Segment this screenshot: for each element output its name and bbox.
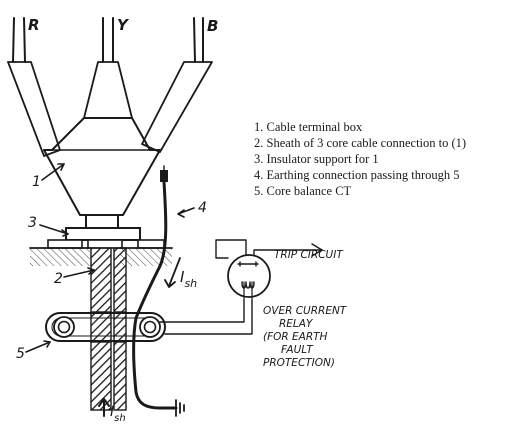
phase-label-r: R: [28, 16, 40, 34]
overcurrent-relay: [227, 254, 271, 301]
sheath-current-label: Ish: [180, 268, 197, 290]
legend: 1. Cable terminal box 2. Sheath of 3 cor…: [254, 120, 466, 198]
part-number-2: 2: [54, 271, 63, 287]
relay-label-line4: FAULT: [281, 344, 314, 356]
part-number-1: 1: [32, 174, 41, 190]
sheath-current-arrow: [164, 257, 181, 288]
legend-item-2: 2. Sheath of 3 core cable connection to …: [254, 136, 466, 150]
part-number-3: 3: [28, 215, 37, 231]
relay-label-line3: (FOR EARTH: [263, 331, 328, 343]
earthing-connection: [132, 180, 185, 417]
relay-label-line1: OVER CURRENT: [263, 305, 348, 317]
bottom-current-arrow: [98, 398, 110, 417]
core-balance-ct: [45, 311, 166, 343]
phase-label-b: B: [207, 17, 218, 35]
part-number-4: 4: [198, 200, 207, 216]
trip-circuit-label: TRIP CIRCUIT: [274, 249, 344, 261]
phase-label-y: Y: [117, 16, 130, 34]
leader-arrows: [25, 163, 195, 353]
legend-item-1: 1. Cable terminal box: [254, 120, 363, 134]
legend-item-4: 4. Earthing connection passing through 5: [254, 168, 460, 182]
relay-label-line2: RELAY: [279, 318, 314, 330]
insulator-support: [47, 227, 165, 249]
bottom-current-label: Ish: [110, 404, 126, 424]
part-number-5: 5: [16, 346, 25, 362]
legend-item-5: 5. Core balance CT: [254, 184, 352, 198]
cable-terminal-box: [7, 17, 213, 229]
relay-label-line5: PROTECTION): [263, 357, 335, 369]
legend-item-3: 3. Insulator support for 1: [254, 152, 379, 166]
